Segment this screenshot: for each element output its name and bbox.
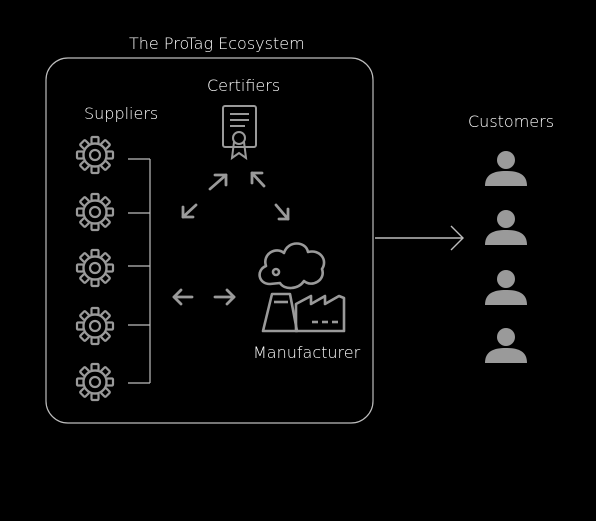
arrow-to-customers — [375, 225, 464, 251]
customer-people — [485, 151, 527, 363]
flow-arrows — [172, 171, 290, 306]
gear-icon — [75, 248, 115, 288]
person-icon — [485, 210, 527, 245]
supplier-bracket — [128, 158, 151, 384]
gear-icon — [75, 192, 115, 232]
person-icon — [485, 151, 527, 186]
certifiers-label: Certifiers — [207, 76, 281, 95]
gear-icon — [75, 306, 115, 346]
manufacturer-label: Manufacturer — [253, 343, 361, 362]
person-icon — [485, 270, 527, 305]
certificate-icon — [222, 105, 257, 161]
gear-icon — [75, 362, 115, 402]
person-icon — [485, 328, 527, 363]
ecosystem-container — [45, 57, 374, 424]
customers-label: Customers — [468, 112, 555, 131]
factory-icon — [258, 242, 346, 333]
gear-icon — [75, 135, 115, 175]
supplier-gears — [75, 135, 115, 402]
suppliers-label: Suppliers — [84, 104, 159, 123]
ecosystem-title: The ProTag Ecosystem — [129, 34, 305, 53]
